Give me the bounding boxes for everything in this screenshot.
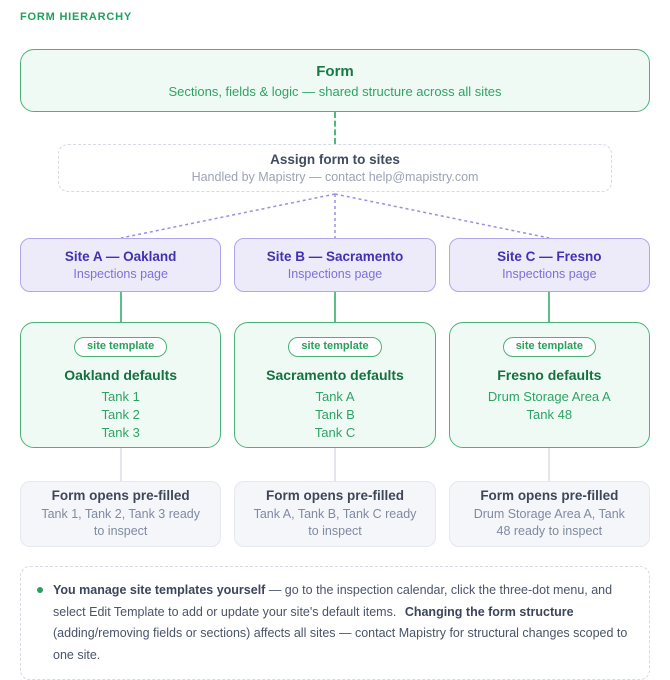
template-items: Tank 1 Tank 2 Tank 3 <box>102 388 140 442</box>
gray-line <box>548 448 551 481</box>
site-template-badge: site template <box>288 337 382 357</box>
template-node-fresno: site template Fresno defaults Drum Stora… <box>448 322 650 448</box>
fan-connector <box>120 193 550 238</box>
site-subtitle: Inspections page <box>502 267 597 281</box>
prefilled-row: Form opens pre-filled Tank 1, Tank 2, Ta… <box>20 481 650 547</box>
prefilled-node: Form opens pre-filled Tank 1, Tank 2, Ta… <box>20 481 222 547</box>
footer-note: You manage site templates yourself — go … <box>20 566 650 680</box>
form-node-title: Form <box>316 62 354 80</box>
site-subtitle: Inspections page <box>73 267 168 281</box>
prefilled-subtitle: Drum Storage Area A, Tank 48 ready to in… <box>473 507 625 538</box>
site-title: Site A — Oakland <box>64 249 177 264</box>
form-to-assign-connector <box>20 112 650 144</box>
template-node-oakland: site template Oakland defaults Tank 1 Ta… <box>20 322 222 448</box>
template-item: Tank 48 <box>526 407 573 422</box>
template-title: Sacramento defaults <box>266 367 404 383</box>
site-node-oakland: Site A — Oakland Inspections page <box>20 238 222 292</box>
template-node-sacramento: site template Sacramento defaults Tank A… <box>234 322 436 448</box>
green-line <box>119 292 122 322</box>
green-line <box>333 292 336 322</box>
prefilled-title: Form opens pre-filled <box>51 488 190 504</box>
note-bold-1: You manage site templates yourself <box>53 583 266 597</box>
site-node-fresno: Site C — Fresno Inspections page <box>448 238 650 292</box>
sites-row: Site A — Oakland Inspections page Site B… <box>20 238 650 292</box>
template-item: Tank 2 <box>101 407 140 422</box>
template-item: Tank 1 <box>101 389 140 404</box>
site-template-badge: site template <box>502 337 596 357</box>
prefilled-node: Form opens pre-filled Drum Storage Area … <box>448 481 650 547</box>
footer-note-text: You manage site templates yourself — go … <box>53 580 629 666</box>
gray-line <box>119 448 122 481</box>
prefilled-title: Form opens pre-filled <box>265 488 404 504</box>
template-items: Tank A Tank B Tank C <box>315 388 355 442</box>
fan-line-left <box>120 193 336 238</box>
template-item: Tank 3 <box>101 425 140 440</box>
form-node: Form Sections, fields & logic — shared s… <box>20 49 650 112</box>
template-items: Drum Storage Area A Tank 48 <box>488 388 611 442</box>
fan-line-right <box>334 193 550 238</box>
template-item: Tank B <box>315 407 355 422</box>
site-title: Site B — Sacramento <box>266 249 404 264</box>
templates-to-prefilled-connectors <box>20 448 650 481</box>
form-node-subtitle: Sections, fields & logic — shared struct… <box>168 83 502 99</box>
prefilled-node: Form opens pre-filled Tank A, Tank B, Ta… <box>234 481 436 547</box>
assign-node: Assign form to sites Handled by Mapistry… <box>58 144 612 192</box>
bullet-dot-icon <box>37 587 43 593</box>
sites-to-templates-connectors <box>20 292 650 322</box>
dashed-green-line <box>334 112 336 144</box>
site-title: Site C — Fresno <box>497 249 602 264</box>
prefilled-subtitle: Tank 1, Tank 2, Tank 3 ready to inspect <box>41 507 200 538</box>
template-item: Drum Storage Area A <box>487 389 611 404</box>
template-item <box>488 424 611 442</box>
note-text-1: — go to the inspection calendar, click t… <box>53 583 613 619</box>
site-subtitle: Inspections page <box>287 267 383 281</box>
assign-node-title: Assign form to sites <box>270 152 400 167</box>
site-node-sacramento: Site B — Sacramento Inspections page <box>234 238 436 292</box>
assign-node-subtitle: Handled by Mapistry — contact help@mapis… <box>191 170 479 184</box>
templates-row: site template Oakland defaults Tank 1 Ta… <box>20 322 650 448</box>
green-line <box>548 292 551 322</box>
note-bold-2: Changing the form structure <box>404 604 574 619</box>
prefilled-subtitle: Tank A, Tank B, Tank C ready to inspect <box>253 507 417 538</box>
template-title: Fresno defaults <box>497 367 602 383</box>
gray-line <box>333 448 336 481</box>
site-template-badge: site template <box>74 337 168 357</box>
template-title: Oakland defaults <box>64 367 178 383</box>
template-item: Tank A <box>315 389 355 404</box>
note-text-2: (adding/removing fields or sections) aff… <box>53 626 628 662</box>
prefilled-title: Form opens pre-filled <box>480 488 619 504</box>
diagram-title: FORM HIERARCHY <box>20 11 133 23</box>
template-item: Tank C <box>314 425 356 440</box>
